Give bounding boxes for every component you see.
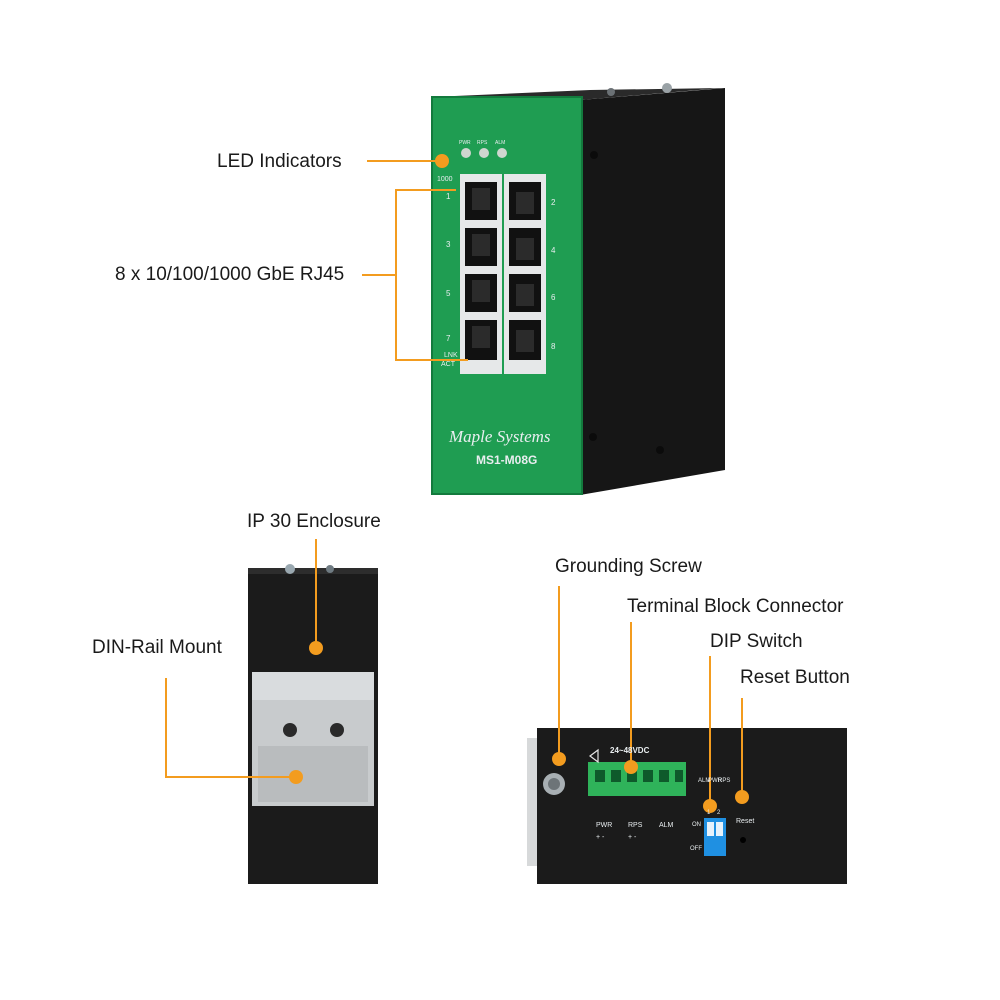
callout-dot-din bbox=[289, 770, 303, 784]
callout-din-rail: DIN-Rail Mount bbox=[92, 637, 222, 658]
callout-terminal-block: Terminal Block Connector bbox=[627, 596, 844, 617]
callout-dot-terminal bbox=[624, 760, 638, 774]
callout-led-indicators: LED Indicators bbox=[217, 151, 342, 172]
terminal-label-alm: ALM bbox=[659, 822, 674, 829]
dip-off-label: OFF bbox=[690, 846, 702, 852]
led-pwr bbox=[461, 148, 471, 158]
dip-label-pwr: PWR bbox=[708, 778, 722, 784]
callout-rj45-ports: 8 x 10/100/1000 GbE RJ45 bbox=[115, 264, 345, 285]
dip-label-alm: ALM bbox=[698, 778, 711, 784]
port-num-8: 8 bbox=[551, 342, 556, 351]
callout-ip30-enclosure: IP 30 Enclosure bbox=[247, 511, 381, 532]
bottom-enclosure bbox=[537, 728, 847, 884]
enclosure-side bbox=[580, 88, 725, 495]
callout-dot-ground bbox=[552, 752, 566, 766]
reset-label: Reset bbox=[736, 818, 755, 825]
rj45-port-7[interactable] bbox=[465, 320, 497, 360]
brand-logo: Maple Systems bbox=[449, 427, 551, 446]
led-label-rps: RPS bbox=[477, 140, 488, 146]
dip-number-2: 2 bbox=[717, 810, 721, 816]
rj45-port-3[interactable] bbox=[465, 228, 497, 266]
rj45-port-2[interactable] bbox=[509, 182, 541, 220]
terminal-label-rps: RPS bbox=[628, 822, 643, 829]
rj45-port-1[interactable] bbox=[465, 182, 497, 220]
model-label: MS1-M08G bbox=[476, 453, 538, 467]
callout-grounding-screw: Grounding Screw bbox=[555, 556, 702, 577]
rj45-port-4[interactable] bbox=[509, 228, 541, 266]
lnk-label: LNK bbox=[444, 352, 458, 359]
led-alm bbox=[497, 148, 507, 158]
voltage-label: 24~48VDC bbox=[610, 746, 650, 755]
grounding-screw bbox=[543, 773, 565, 795]
terminal-block-connector bbox=[588, 762, 686, 796]
port-num-5: 5 bbox=[446, 289, 451, 298]
port-num-1: 1 bbox=[446, 192, 451, 201]
rj45-port-6[interactable] bbox=[509, 274, 541, 312]
led-rps bbox=[479, 148, 489, 158]
callout-dot-dip bbox=[703, 799, 717, 813]
port-num-2: 2 bbox=[551, 198, 556, 207]
port-num-3: 3 bbox=[446, 240, 451, 249]
led-label-pwr: PWR bbox=[459, 140, 471, 146]
rj45-port-5[interactable] bbox=[465, 274, 497, 312]
polarity-rps: + - bbox=[628, 834, 637, 841]
rj45-port-8[interactable] bbox=[509, 320, 541, 360]
callout-dot-reset bbox=[735, 790, 749, 804]
dip-label-rps: RPS bbox=[718, 778, 731, 784]
callout-dot-led bbox=[435, 154, 449, 168]
act-label: ACT bbox=[441, 361, 455, 368]
reset-button[interactable] bbox=[740, 837, 746, 843]
callout-dip-switch: DIP Switch bbox=[710, 631, 803, 652]
port-num-4: 4 bbox=[551, 246, 556, 255]
callout-dot-enclosure bbox=[309, 641, 323, 655]
polarity-pwr: + - bbox=[596, 834, 605, 841]
terminal-label-pwr: PWR bbox=[596, 822, 613, 829]
port-num-7: 7 bbox=[446, 334, 451, 343]
port-num-6: 6 bbox=[551, 293, 556, 302]
dip-number-1: 1 bbox=[707, 810, 711, 816]
led-label-alm: ALM bbox=[495, 140, 506, 146]
speed-label: 1000 bbox=[437, 176, 453, 183]
callout-reset-button: Reset Button bbox=[740, 667, 850, 688]
dip-switch[interactable] bbox=[704, 818, 726, 856]
dip-on-label: ON bbox=[692, 822, 701, 828]
